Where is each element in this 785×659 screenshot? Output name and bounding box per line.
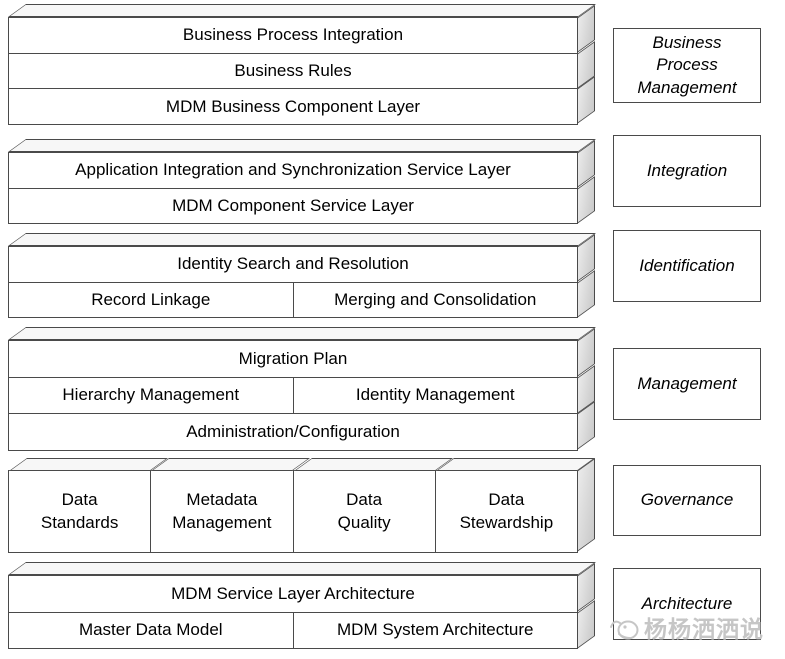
cell-business-process-integration: Business Process Integration	[182, 25, 404, 45]
layer-row: MDM Component Service Layer	[9, 175, 595, 223]
slab-front-face: MDM Service Layer Architecture Master Da…	[8, 563, 595, 649]
governance-box: Metadata Management	[150, 458, 311, 553]
side-label-business-process-management: Business Process Management	[613, 28, 761, 103]
cell-administration-configuration: Administration/Configuration	[186, 422, 400, 442]
layer-group-identification: Identity Search and Resolution Record Li…	[8, 233, 597, 318]
cell-migration-plan: Migration Plan	[238, 348, 348, 368]
governance-box: Data Quality	[292, 458, 453, 553]
cell-data-standards: Data Standards	[40, 490, 119, 532]
cell-identity-management: Identity Management	[292, 377, 578, 414]
layer-row: Identity Search and Resolution	[9, 234, 595, 282]
layer-row: Application Integration and Synchronizat…	[9, 140, 595, 188]
layer-row: Business Process Integration	[9, 5, 595, 53]
layer-row: Migration Plan	[9, 328, 595, 377]
side-label-governance: Governance	[613, 465, 761, 536]
slab-top-face	[8, 233, 597, 246]
cell-business-rules: Business Rules	[234, 60, 352, 80]
cell-mdm-business-component-layer: MDM Business Component Layer	[165, 96, 421, 116]
cell-record-linkage: Record Linkage	[91, 289, 211, 309]
layer-group-architecture: MDM Service Layer Architecture Master Da…	[8, 562, 597, 649]
slab-top-face	[8, 139, 597, 152]
layer-row: Administration/Configuration	[9, 401, 595, 451]
layer-group-management: Migration Plan Hierarchy Management Iden…	[8, 327, 597, 451]
cell-merging-and-consolidation: Merging and Consolidation	[292, 282, 578, 317]
side-label-management: Management	[613, 348, 761, 420]
layer-row: Business Rules	[9, 40, 595, 89]
slab-side-face	[577, 458, 595, 552]
cell-hierarchy-management: Hierarchy Management	[62, 385, 240, 405]
slab-top-face	[435, 458, 596, 471]
slab-top-face	[8, 4, 597, 17]
slab-top-face	[9, 458, 169, 471]
layer-row: Record Linkage Merging and Consolidation	[9, 269, 595, 317]
cell-master-data-model: Master Data Model	[78, 620, 223, 640]
slab-top-face	[8, 327, 597, 340]
layer-group-integration: Application Integration and Synchronizat…	[8, 139, 597, 224]
cell-mdm-component-service-layer: MDM Component Service Layer	[172, 195, 414, 215]
slab-top-face	[151, 458, 311, 471]
slab-front-face: Application Integration and Synchronizat…	[8, 140, 595, 224]
cell-mdm-service-layer-architecture: MDM Service Layer Architecture	[171, 583, 415, 603]
side-label-identification: Identification	[613, 230, 761, 302]
watermark: 杨杨洒洒说	[609, 611, 785, 643]
layer-group-governance: Data Standards Metadata Management Data …	[8, 458, 596, 553]
cell-data-quality: Data Quality	[337, 490, 391, 532]
governance-box: Data Stewardship	[434, 458, 596, 553]
slab-top-face	[8, 562, 597, 575]
slab-top-face	[293, 458, 453, 471]
slab-front-face: Migration Plan Hierarchy Management Iden…	[8, 328, 595, 451]
cell-mdm-system-architecture: MDM System Architecture	[292, 612, 578, 648]
mascot-icon	[609, 614, 641, 641]
governance-box: Data Standards	[8, 458, 169, 553]
layer-row: MDM Business Component Layer	[9, 76, 595, 125]
layer-row: Master Data Model MDM System Architectur…	[9, 599, 595, 648]
cell-metadata-management: Metadata Management	[172, 490, 272, 532]
slab-front-face: Business Process Integration Business Ru…	[8, 5, 595, 125]
watermark-text: 杨杨洒洒说	[644, 616, 764, 642]
layer-row: Hierarchy Management Identity Management	[9, 364, 595, 414]
side-label-integration: Integration	[613, 135, 761, 207]
cell-application-integration-sync-service-layer: Application Integration and Synchronizat…	[75, 160, 511, 180]
layer-row: MDM Service Layer Architecture	[9, 563, 595, 612]
slab-front-face: Identity Search and Resolution Record Li…	[8, 234, 595, 318]
cell-data-stewardship: Data Stewardship	[459, 490, 554, 532]
layer-group-business-process-management: Business Process Integration Business Ru…	[8, 4, 597, 125]
cell-identity-search-and-resolution: Identity Search and Resolution	[177, 254, 409, 274]
